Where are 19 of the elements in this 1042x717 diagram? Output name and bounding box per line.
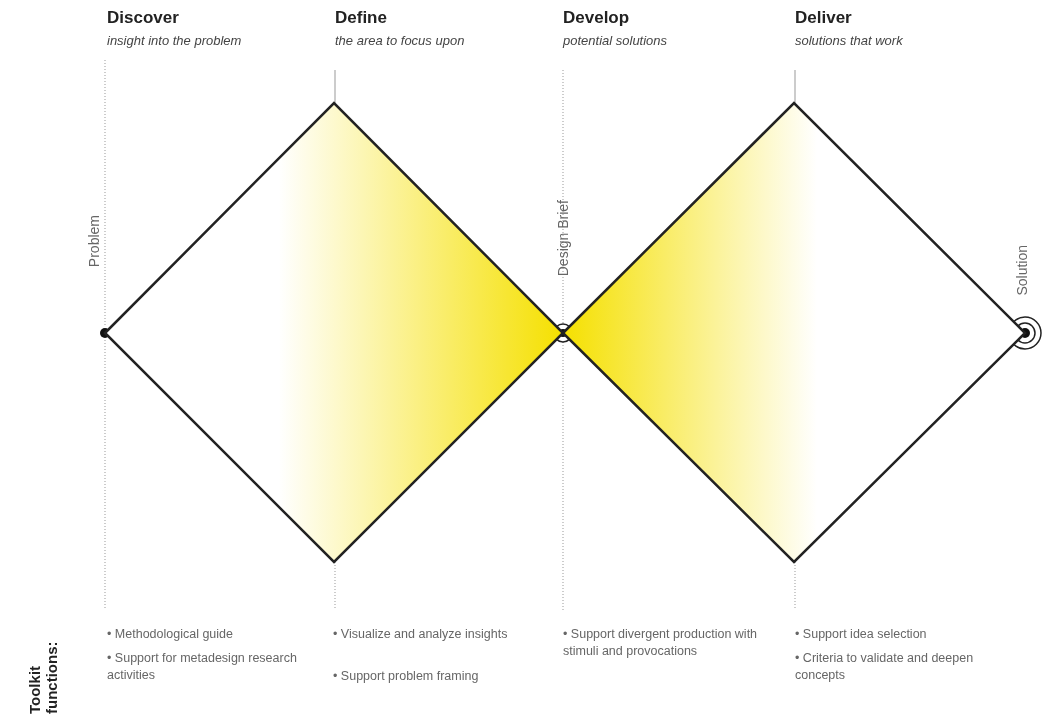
section-label: Toolkit functions: bbox=[26, 640, 61, 714]
phase-heading: Define bbox=[335, 8, 387, 28]
bullet-item: • Criteria to validate and deepen concepts bbox=[795, 650, 975, 684]
phase-heading: Deliver bbox=[795, 8, 852, 28]
bullet-item: • Support for metadesign research activities bbox=[107, 650, 298, 684]
phase-subtitle: insight into the problem bbox=[107, 33, 242, 48]
vertical-label: Design Brief bbox=[555, 200, 571, 277]
phase-subtitle: the area to focus upon bbox=[335, 33, 465, 48]
phase-subtitle: potential solutions bbox=[563, 33, 668, 48]
phase-heading: Develop bbox=[563, 8, 630, 28]
bullet-item: • Support divergent production with stimuli and provocations bbox=[563, 626, 759, 660]
bullet-item: • Support problem framing bbox=[333, 668, 480, 685]
bullet-item: • Methodological guide bbox=[107, 626, 234, 643]
bullet-item: • Support idea selection bbox=[795, 626, 928, 643]
vertical-label: Solution bbox=[1014, 245, 1030, 296]
vertical-label: Problem bbox=[86, 215, 102, 268]
bullet-item: • Visualize and analyze insights bbox=[333, 626, 509, 643]
phase-subtitle: solutions that work bbox=[795, 33, 903, 48]
phase-heading: Discover bbox=[107, 8, 179, 28]
